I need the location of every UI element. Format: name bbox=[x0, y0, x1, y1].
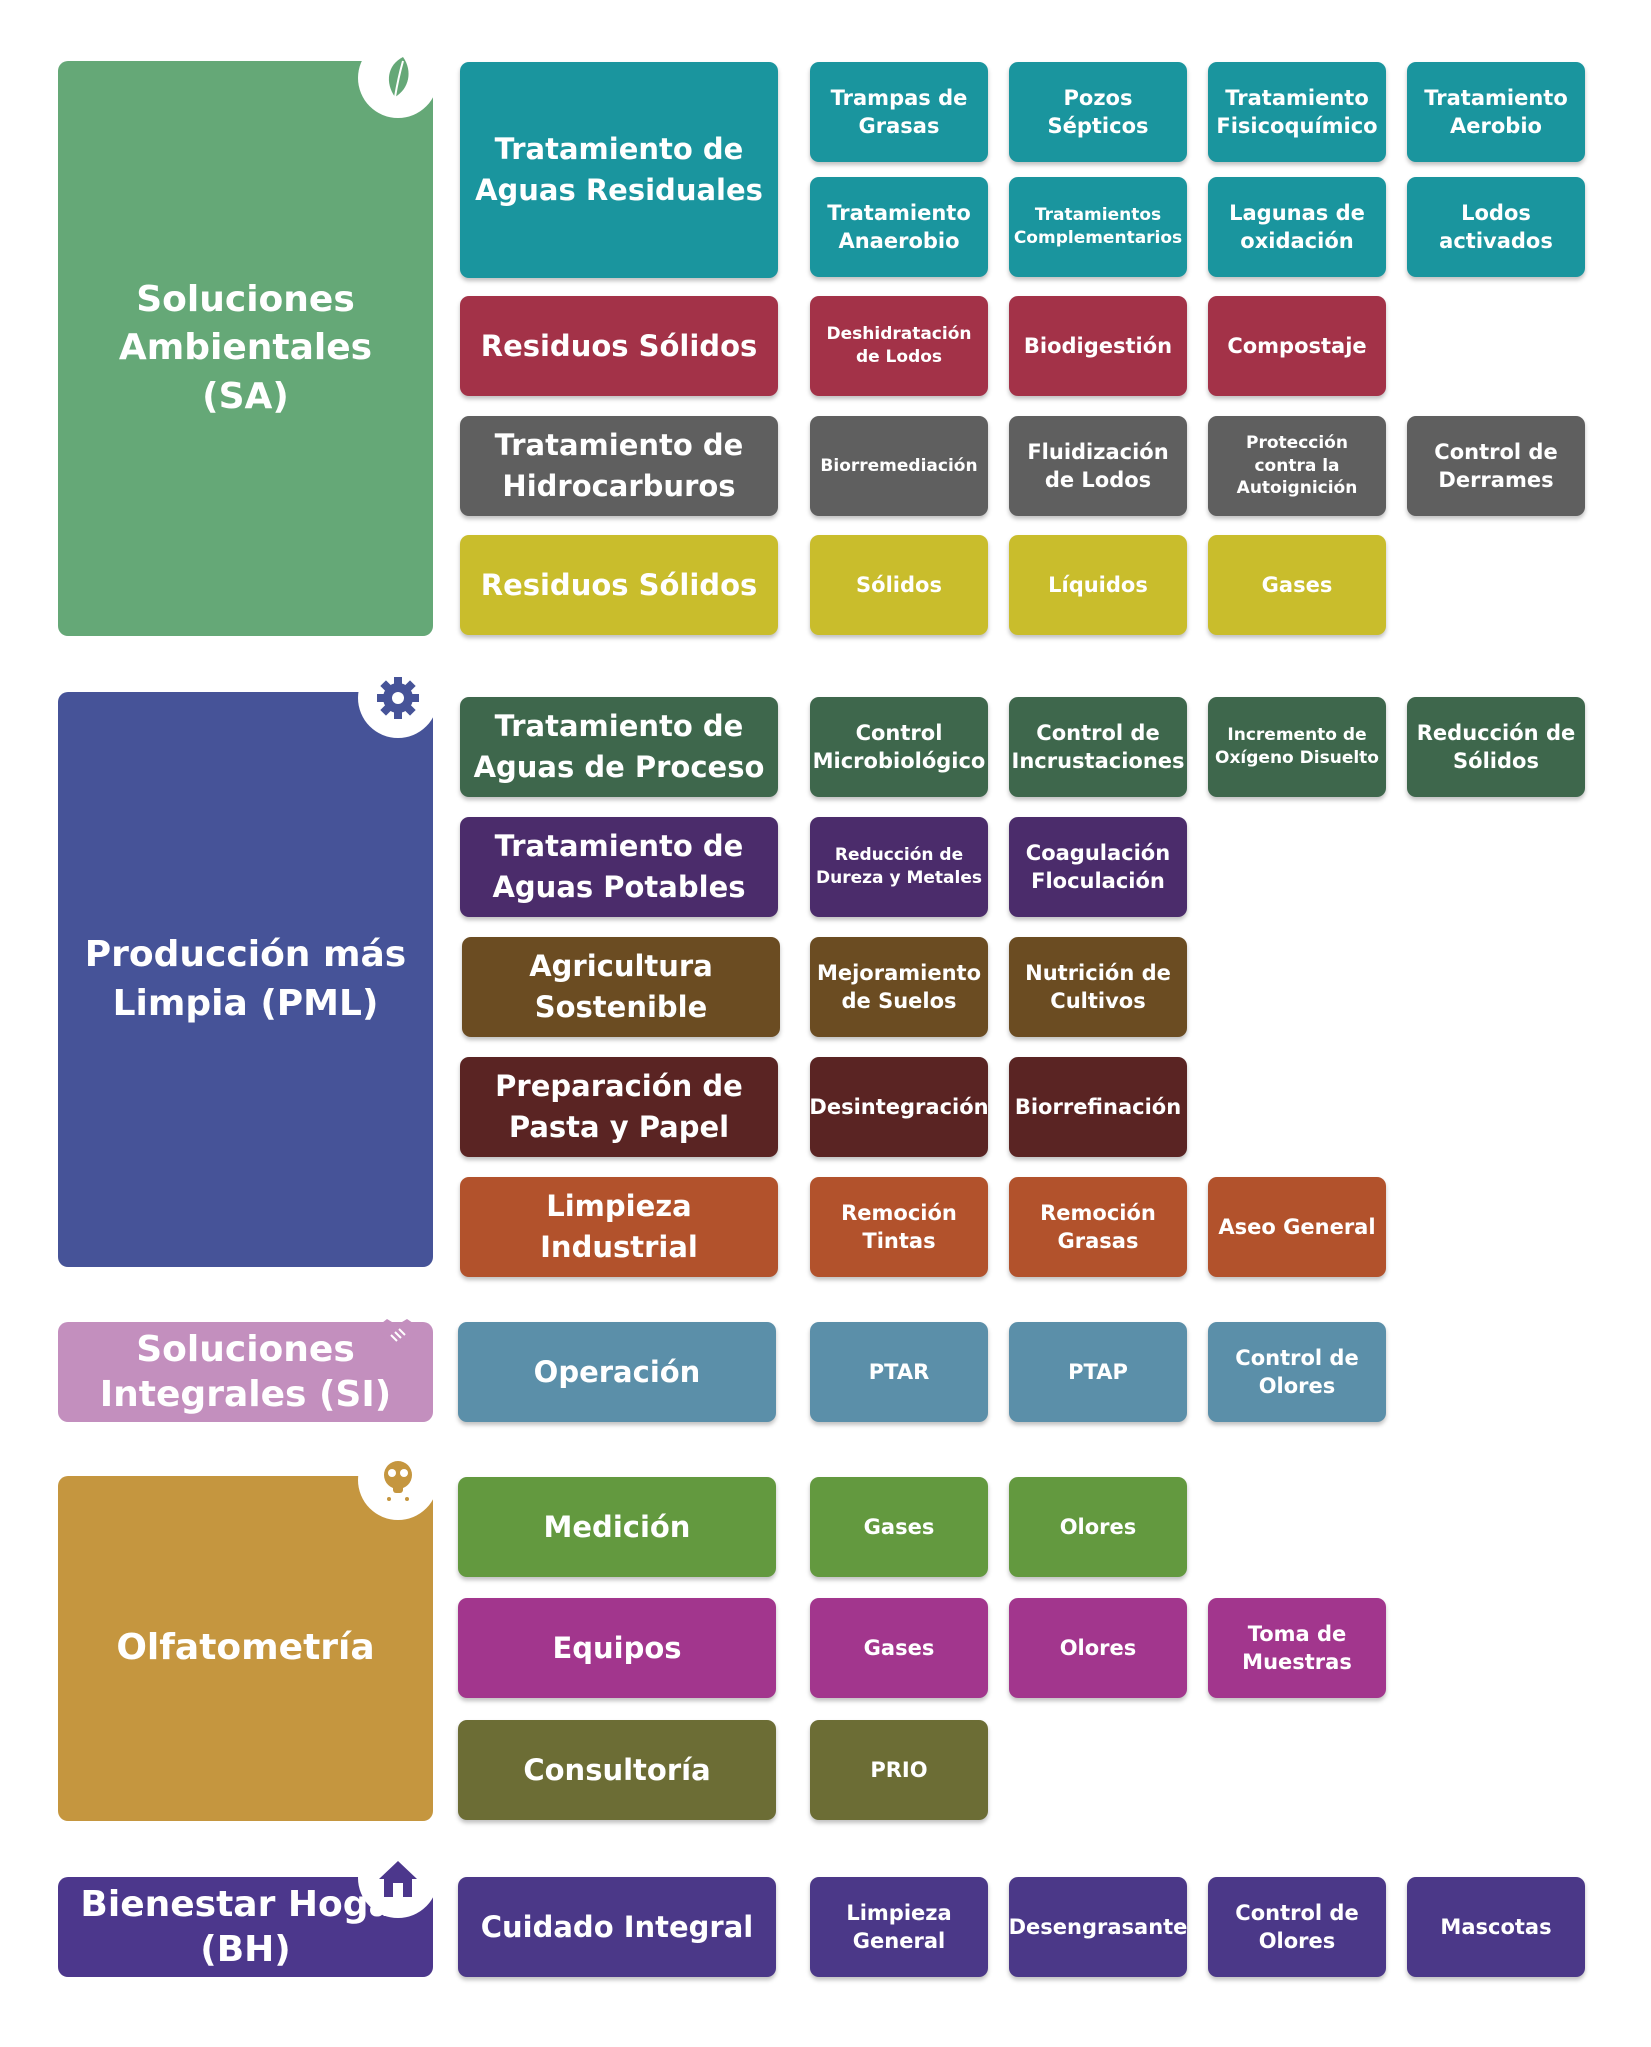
subcategory-aguas-residuales[interactable]: Tratamiento de Aguas Residuales bbox=[460, 62, 778, 278]
service-liquidos[interactable]: Líquidos bbox=[1009, 535, 1187, 635]
subcategory-cuidado-integral[interactable]: Cuidado Integral bbox=[458, 1877, 776, 1977]
subcategory-consultoria[interactable]: Consultoría bbox=[458, 1720, 776, 1820]
service-compostaje[interactable]: Compostaje bbox=[1208, 296, 1386, 396]
service-control-de-derrames[interactable]: Control de Derrames bbox=[1407, 416, 1585, 516]
service-trampas-de-grasas[interactable]: Trampas de Grasas bbox=[810, 62, 988, 162]
service-gases[interactable]: Gases bbox=[1208, 535, 1386, 635]
subcategory-equipos[interactable]: Equipos bbox=[458, 1598, 776, 1698]
service-medicion-olores[interactable]: Olores bbox=[1009, 1477, 1187, 1577]
service-tratamiento-anaerobio[interactable]: Tratamiento Anaerobio bbox=[810, 177, 988, 277]
service-remocion-grasas[interactable]: Remoción Grasas bbox=[1009, 1177, 1187, 1277]
handshake-icon bbox=[358, 1290, 438, 1370]
service-ptap[interactable]: PTAP bbox=[1009, 1322, 1187, 1422]
subcategory-aguas-potables[interactable]: Tratamiento de Aguas Potables bbox=[460, 817, 778, 917]
subcategory-pasta-y-papel[interactable]: Preparación de Pasta y Papel bbox=[460, 1057, 778, 1157]
service-limpieza-general[interactable]: Limpieza General bbox=[810, 1877, 988, 1977]
category-produccion-mas-limpia[interactable]: Producción más Limpia (PML) bbox=[58, 692, 433, 1267]
category-soluciones-ambientales[interactable]: Soluciones Ambientales (SA) bbox=[58, 61, 433, 636]
category-label: Soluciones Ambientales (SA) bbox=[118, 278, 373, 417]
service-tratamientos-complementarios[interactable]: Tratamientos Complementarios bbox=[1009, 177, 1187, 277]
service-mejoramiento-de-suelos[interactable]: Mejoramiento de Suelos bbox=[810, 937, 988, 1037]
service-fluidizacion-de-lodos[interactable]: Fluidización de Lodos bbox=[1009, 416, 1187, 516]
service-control-microbiologico[interactable]: Control Microbiológico bbox=[810, 697, 988, 797]
service-prio[interactable]: PRIO bbox=[810, 1720, 988, 1820]
gear-icon bbox=[358, 658, 438, 738]
house-icon bbox=[358, 1838, 438, 1918]
service-biorrefinacion[interactable]: Biorrefinación bbox=[1009, 1057, 1187, 1157]
subcategory-agricultura-sostenible[interactable]: Agricultura Sostenible bbox=[462, 937, 780, 1037]
subcategory-hidrocarburos[interactable]: Tratamiento de Hidrocarburos bbox=[460, 416, 778, 516]
subcategory-residuos-solidos[interactable]: Residuos Sólidos bbox=[460, 296, 778, 396]
service-deshidratacion-de-lodos[interactable]: Deshidratación de Lodos bbox=[810, 296, 988, 396]
subcategory-aguas-de-proceso[interactable]: Tratamiento de Aguas de Proceso bbox=[460, 697, 778, 797]
service-remocion-tintas[interactable]: Remoción Tintas bbox=[810, 1177, 988, 1277]
service-biodigestion[interactable]: Biodigestión bbox=[1009, 296, 1187, 396]
subcategory-limpieza-industrial[interactable]: Limpieza Industrial bbox=[460, 1177, 778, 1277]
service-toma-de-muestras[interactable]: Toma de Muestras bbox=[1208, 1598, 1386, 1698]
service-medicion-gases[interactable]: Gases bbox=[810, 1477, 988, 1577]
service-solidos[interactable]: Sólidos bbox=[810, 535, 988, 635]
service-coagulacion-floculacion[interactable]: Coagulación Floculación bbox=[1009, 817, 1187, 917]
service-tratamiento-fisicoquimico[interactable]: Tratamiento Fisicoquímico bbox=[1208, 62, 1386, 162]
service-biorremediacion[interactable]: Biorremediación bbox=[810, 416, 988, 516]
service-aseo-general[interactable]: Aseo General bbox=[1208, 1177, 1386, 1277]
service-desintegracion[interactable]: Desintegración bbox=[809, 1057, 989, 1157]
subcategory-medicion[interactable]: Medición bbox=[458, 1477, 776, 1577]
subcategory-operacion[interactable]: Operación bbox=[458, 1322, 776, 1422]
service-control-de-olores-bh[interactable]: Control de Olores bbox=[1208, 1877, 1386, 1977]
service-control-de-incrustaciones[interactable]: Control de Incrustaciones bbox=[1009, 697, 1187, 797]
category-soluciones-integrales[interactable]: Soluciones Integrales (SI) bbox=[58, 1322, 433, 1422]
service-ptar[interactable]: PTAR bbox=[810, 1322, 988, 1422]
gas-mask-icon bbox=[358, 1440, 438, 1520]
service-equipos-olores[interactable]: Olores bbox=[1009, 1598, 1187, 1698]
service-pozos-septicos[interactable]: Pozos Sépticos bbox=[1009, 62, 1187, 162]
category-label: Olfatometría bbox=[116, 1627, 375, 1669]
service-reduccion-de-solidos[interactable]: Reducción de Sólidos bbox=[1407, 697, 1585, 797]
service-tratamiento-aerobio[interactable]: Tratamiento Aerobio bbox=[1407, 62, 1585, 162]
category-olfatometria[interactable]: Olfatometría bbox=[58, 1476, 433, 1821]
service-reduccion-dureza-metales[interactable]: Reducción de Dureza y Metales bbox=[810, 817, 988, 917]
category-label: Producción más Limpia (PML) bbox=[84, 933, 407, 1024]
service-incremento-oxigeno[interactable]: Incremento de Oxígeno Disuelto bbox=[1208, 697, 1386, 797]
service-lodos-activados[interactable]: Lodos activados bbox=[1407, 177, 1585, 277]
category-label: Bienestar Hogar (BH) bbox=[80, 1884, 411, 1970]
service-nutricion-de-cultivos[interactable]: Nutrición de Cultivos bbox=[1009, 937, 1187, 1037]
service-mascotas[interactable]: Mascotas bbox=[1407, 1877, 1585, 1977]
category-bienestar-hogar[interactable]: Bienestar Hogar (BH) bbox=[58, 1877, 433, 1977]
service-equipos-gases[interactable]: Gases bbox=[810, 1598, 988, 1698]
leaf-icon bbox=[358, 38, 438, 118]
service-desengrasante[interactable]: Desengrasante bbox=[1009, 1877, 1187, 1977]
subcategory-residuos-solidos-2[interactable]: Residuos Sólidos bbox=[460, 535, 778, 635]
service-lagunas-de-oxidacion[interactable]: Lagunas de oxidación bbox=[1208, 177, 1386, 277]
service-proteccion-autoignicion[interactable]: Protección contra la Autoignición bbox=[1208, 416, 1386, 516]
service-control-de-olores[interactable]: Control de Olores bbox=[1208, 1322, 1386, 1422]
category-label: Soluciones Integrales (SI) bbox=[99, 1329, 392, 1415]
